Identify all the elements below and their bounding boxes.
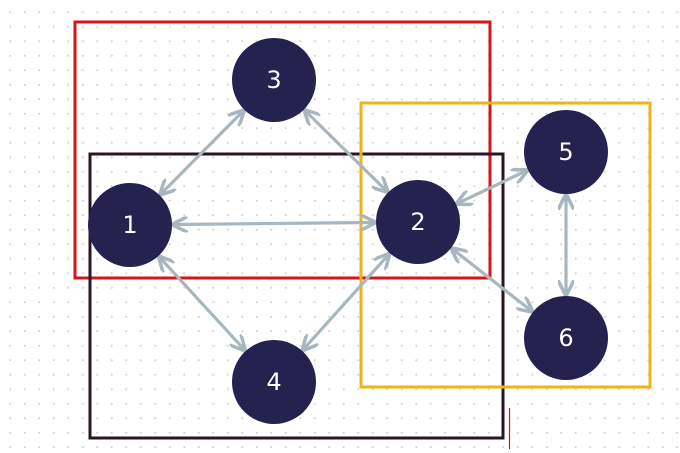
group-red-box: [73, 20, 492, 280]
node-circle: [232, 38, 316, 122]
edge-1-3: [162, 112, 243, 193]
node-4[interactable]: 4: [232, 340, 316, 424]
edge-3-2: [306, 112, 386, 191]
edge-2-5: [459, 171, 526, 203]
node-label: 4: [266, 368, 281, 396]
node-label: 6: [558, 324, 573, 352]
node-3[interactable]: 3: [232, 38, 316, 122]
node-label: 3: [266, 66, 281, 94]
node-5[interactable]: 5: [524, 110, 608, 194]
edge-4-2: [304, 255, 388, 348]
node-2[interactable]: 2: [376, 180, 460, 264]
node-label: 2: [410, 208, 425, 236]
edge-2-6: [453, 250, 530, 310]
group-yellow-box: [359, 101, 652, 389]
node-1[interactable]: 1: [88, 183, 172, 267]
node-label: 5: [558, 138, 573, 166]
node-label: 1: [122, 211, 137, 239]
edge-1-4: [160, 258, 243, 349]
node-circle: [232, 340, 316, 424]
node-circle: [376, 180, 460, 264]
node-circle: [524, 296, 608, 380]
node-circle: [88, 183, 172, 267]
node-circle: [524, 110, 608, 194]
node-6[interactable]: 6: [524, 296, 608, 380]
edge-1-2: [175, 222, 373, 224]
